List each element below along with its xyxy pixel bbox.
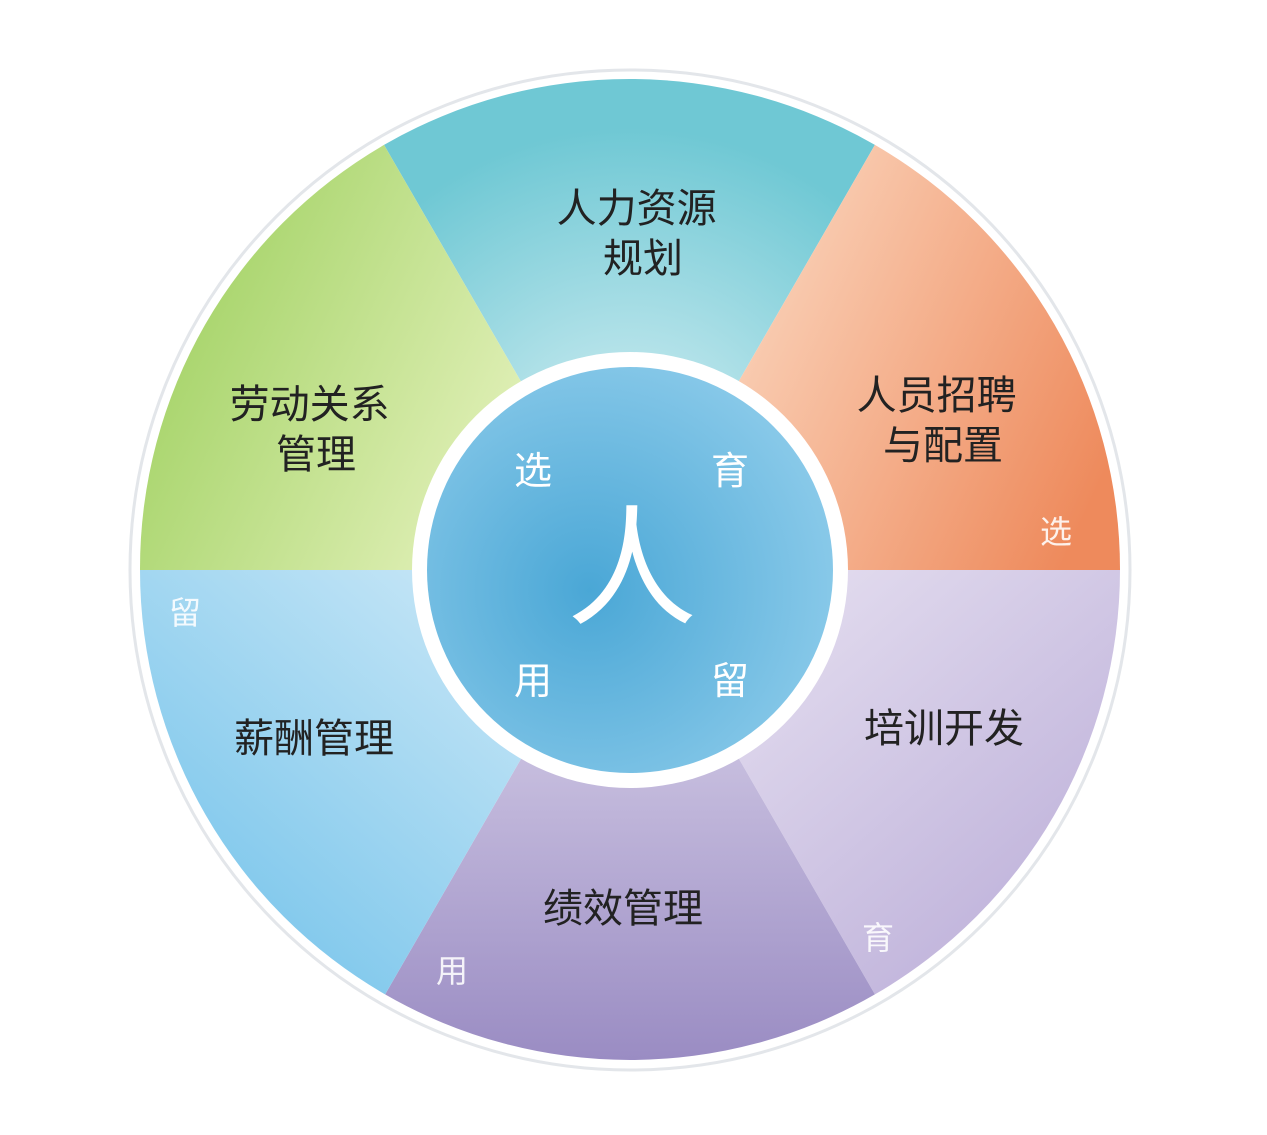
segment-labor-line-2: 管理 [276, 432, 356, 478]
segment-recruit-line-1: 人员招聘 [857, 373, 1017, 419]
hub-word-select: 选 [514, 449, 552, 493]
rim-label-nurture: 育 [862, 919, 894, 957]
hub-word-nurture: 育 [711, 449, 749, 493]
segment-labor-label: 劳动关系 管理 [230, 382, 403, 478]
segment-planning-line-2: 规划 [603, 236, 683, 282]
segment-planning-line-1: 人力资源 [557, 186, 717, 232]
segment-planning-label: 人力资源 规划 [557, 186, 730, 282]
segment-salary-line-1: 薪酬管理 [234, 716, 394, 762]
segment-performance[interactable] [385, 570, 875, 1060]
segment-recruit-label: 人员招聘 与配置 [857, 373, 1030, 469]
segment-labor-line-1: 劳动关系 [230, 382, 390, 428]
hub-word-retain: 留 [711, 659, 749, 703]
segment-performance-label: 绩效管理 [543, 886, 703, 932]
hub-word-use: 用 [514, 659, 552, 703]
segment-training-label: 培训开发 [864, 706, 1024, 752]
hub-circle[interactable] [427, 367, 833, 773]
segment-performance-line-1: 绩效管理 [543, 886, 703, 932]
segment-salary-label: 薪酬管理 [234, 716, 394, 762]
segment-training-line-1: 培训开发 [864, 706, 1024, 752]
rim-label-select: 选 [1040, 513, 1072, 551]
segment-planning[interactable] [384, 78, 875, 571]
segment-recruit-line-2: 与配置 [883, 423, 1003, 469]
hub-center-character: 人 [567, 493, 697, 645]
rim-label-use: 用 [436, 952, 468, 990]
rim-label-retain: 留 [169, 594, 201, 632]
